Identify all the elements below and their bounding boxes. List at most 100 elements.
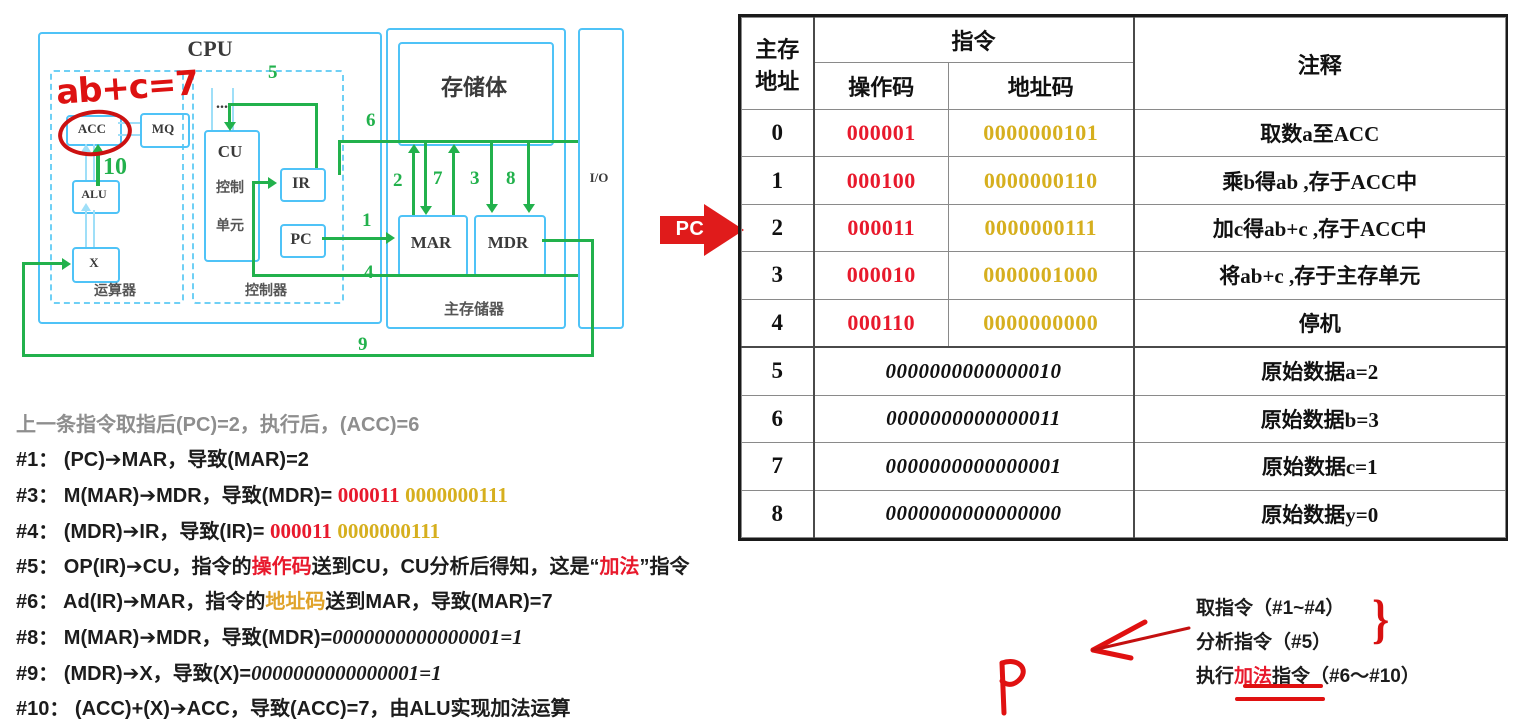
- step-3-opcode: 000011: [337, 483, 400, 507]
- flow-9-arrow: [62, 258, 71, 270]
- cell-addrcode: 0000000101: [947, 108, 1135, 158]
- table-row: 0 000001 0000000101 取数a至ACC: [741, 108, 1507, 158]
- step-1: #1： (PC)➔MAR，导致(MAR)=2: [16, 449, 309, 471]
- step-5-opcode-term: 操作码: [251, 556, 312, 578]
- table-row: 8 0000000000000000 原始数据y=0: [741, 489, 1507, 539]
- cell-comment: 原始数据b=3: [1132, 394, 1507, 444]
- table-header-row-2: 操作码 地址码: [742, 62, 1506, 110]
- flow-5-arrow: [224, 122, 236, 131]
- flow-6-right-seg: [338, 140, 578, 143]
- x-box: [72, 247, 120, 283]
- pc-pointer-badge: PC: [660, 204, 748, 256]
- alu-group-dashed: [50, 70, 184, 304]
- flow-10-arrow: [92, 144, 104, 153]
- memory-contents-table: 主存 地址 指令 注释 操作码 地址码 0 000001 0000000101 …: [738, 14, 1508, 541]
- flow-10-up: [96, 152, 100, 186]
- memory-bank-box: [398, 42, 554, 146]
- table-row: 7 0000000000000001 原始数据c=1: [741, 442, 1507, 491]
- flow-6-down-left: [252, 181, 255, 277]
- memory-table: 主存 地址 指令 注释 操作码 地址码 0 000001 0000000101 …: [741, 17, 1507, 539]
- header-address-line2: 地址: [755, 68, 800, 94]
- cell-opcode: 000010: [812, 251, 949, 300]
- acc-mq-connector-top: [118, 122, 140, 124]
- note-execute-prefix: 执行: [1196, 666, 1235, 687]
- cu-label-line1: 控制: [216, 179, 244, 195]
- step-5-add-term: 加法: [599, 556, 640, 578]
- cell-opcode: 000011: [812, 203, 949, 253]
- flow-1-line: [322, 237, 388, 240]
- cell-address: 5: [741, 346, 814, 396]
- flow-9-up-left: [22, 262, 25, 357]
- flow-number-9: 9: [358, 334, 368, 355]
- flow-number-7: 7: [433, 168, 443, 189]
- acc-label: ACC: [77, 121, 107, 136]
- cpu-title: CPU: [187, 36, 233, 61]
- flow-6-bottom: [252, 274, 578, 277]
- cell-addrcode: 0000000111: [947, 203, 1135, 253]
- alu-group-label: 运算器: [94, 282, 136, 298]
- table-header-row-1: 主存 地址 指令 注释: [741, 17, 1507, 110]
- mdr-label: MDR: [487, 233, 529, 252]
- flow-number-8: 8: [506, 168, 516, 189]
- flow-5-down-ir: [315, 103, 318, 168]
- cell-opcode: 000100: [812, 156, 949, 205]
- step-9-text: #9： (MDR)➔X，导致(X)=: [16, 663, 252, 685]
- cell-addrcode: 0000001000: [947, 251, 1135, 300]
- flow-number-4: 4: [364, 262, 374, 283]
- flow-2-up: [412, 148, 415, 215]
- step-5-text-a: #5： OP(IR)➔CU，指令的: [16, 556, 252, 578]
- note-fetch-line: 取指令（#1~#4）: [1196, 598, 1345, 619]
- ir-label: IR: [292, 175, 310, 192]
- table-row: 5 0000000000000010 原始数据a=2: [741, 346, 1507, 396]
- acc-alu-arrow: [81, 144, 91, 152]
- cu-dots-link-b: [232, 88, 234, 130]
- memory-bank-label: 存储体: [440, 75, 507, 100]
- cell-opcode: 000110: [812, 298, 949, 349]
- cell-address: 8: [741, 489, 814, 539]
- flow-8-arrow: [523, 204, 535, 213]
- cell-addrcode: 0000000110: [947, 156, 1135, 205]
- handwritten-red-arrow: [1090, 619, 1191, 661]
- flow-6-up-to-ir: [338, 140, 341, 175]
- cell-data-word: 0000000000000001: [812, 442, 1135, 491]
- cell-address: 4: [741, 298, 814, 349]
- step-6-addrcode-term: 地址码: [265, 591, 326, 613]
- flow-number-2: 2: [393, 170, 403, 191]
- step-6-text-b: 送到MAR，导致(MAR)=7: [325, 591, 553, 613]
- flow-8-down: [527, 142, 530, 208]
- cpu-block-diagram: CPU ACC MQ ALU X 运算器 CU 控制 单元 ... IR PC …: [0, 0, 730, 390]
- step-5-text-c: ”指令: [639, 556, 690, 578]
- note-execute-line: 执行加法指令（#6～#10）: [1196, 660, 1496, 694]
- flow-6-mar-arrow: [420, 206, 432, 215]
- instruction-cycle-note: 取指令（#1~#4） 分析指令（#5） 执行加法指令（#6～#10）: [1196, 592, 1496, 694]
- header-instruction: 指令: [812, 17, 1135, 63]
- step-8-text: #8： M(MAR)➔MDR，导致(MDR)=: [16, 627, 333, 649]
- flow-number-3: 3: [470, 168, 480, 189]
- control-group-label: 控制器: [245, 282, 287, 298]
- table-row: 1 000100 0000000110 乘b得ab ,存于ACC中: [741, 156, 1507, 205]
- flow-5-horiz: [228, 103, 318, 106]
- flow-9-down-right: [591, 239, 594, 357]
- note-execute-suffix: 指令（#6～#10）: [1272, 666, 1420, 687]
- acc-alu-link-b: [93, 144, 95, 180]
- table-row: 3 000010 0000001000 将ab+c ,存于主存单元: [741, 251, 1507, 300]
- step-8: #8： M(MAR)➔MDR，导致(MDR)=0000000000000001=…: [16, 620, 728, 656]
- pc-label: PC: [290, 231, 312, 248]
- io-box: [578, 28, 624, 329]
- pc-badge-body: [660, 216, 708, 244]
- step-3: #3： M(MAR)➔MDR，导致(MDR)= 000011 000000011…: [16, 478, 728, 514]
- step-5-text-b: 送到CU，CU分析后得知，这是“: [311, 556, 600, 578]
- cell-address: 6: [741, 394, 814, 444]
- control-group-dashed: [192, 70, 344, 304]
- handwritten-underline-1: [1243, 684, 1323, 688]
- main-memory-label: 主存储器: [443, 301, 504, 318]
- x-label: X: [89, 255, 99, 270]
- mq-box: [140, 113, 190, 148]
- flow-1-arrow: [386, 232, 395, 244]
- cell-address: 0: [741, 108, 814, 158]
- step-6: #6： Ad(IR)➔MAR，指令的地址码送到MAR，导致(MAR)=7: [16, 585, 728, 620]
- alu-x-link-a: [85, 210, 87, 247]
- cu-label: CU: [217, 142, 243, 161]
- cell-data-word: 0000000000000000: [812, 489, 1135, 539]
- flow-2-arrow: [408, 144, 420, 153]
